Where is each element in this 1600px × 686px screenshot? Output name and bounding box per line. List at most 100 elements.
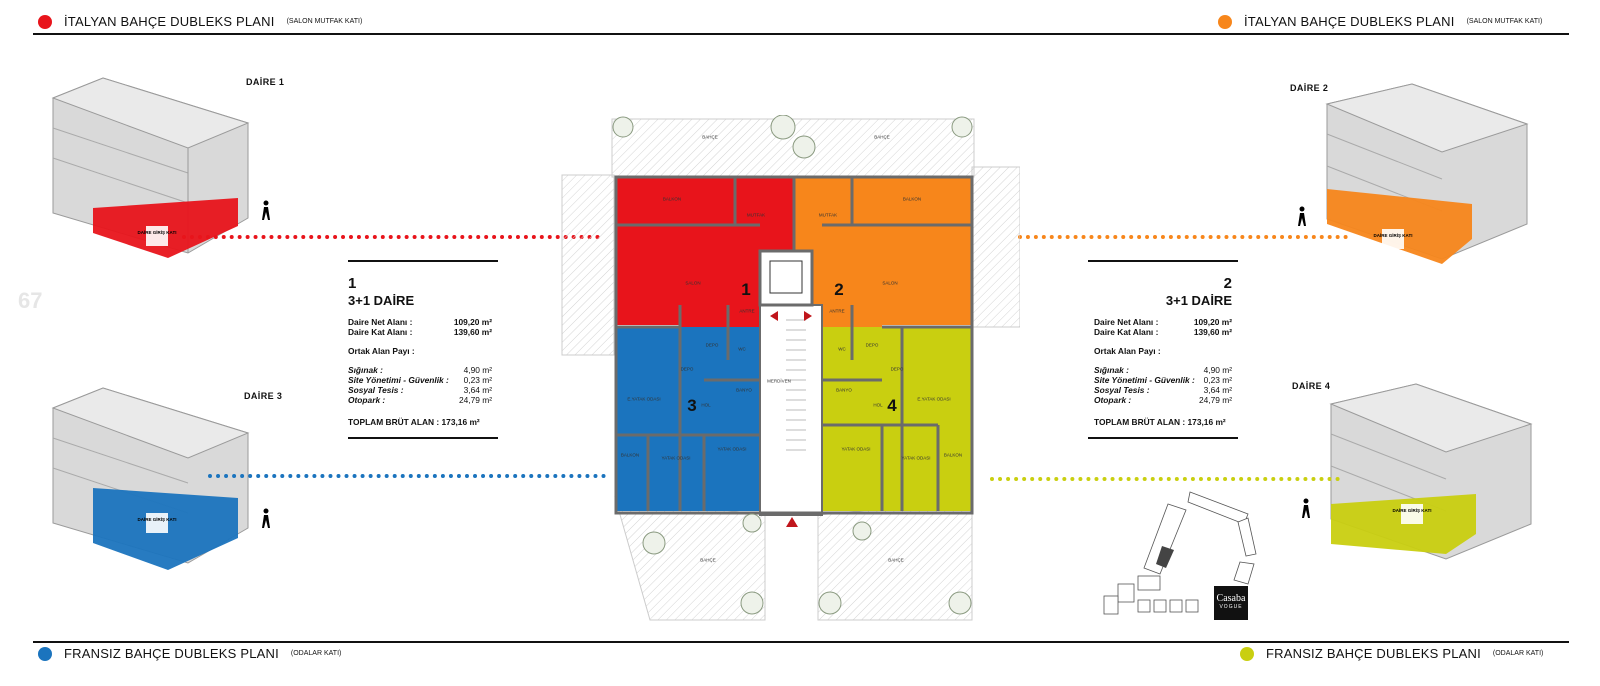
share-label: Sosyal Tesis : bbox=[1094, 385, 1150, 395]
building-label: DAİRE GİRİŞ KATI bbox=[138, 516, 177, 522]
header-bottom-left: FRANSIZ BAHÇE DUBLEKS PLANI (ODALAR KATI… bbox=[38, 646, 341, 661]
daire-4-label: DAİRE 4 bbox=[1292, 381, 1331, 391]
room-e-yatak: E.YATAK ODASI bbox=[627, 396, 661, 402]
net-area-label: Daire Net Alanı : bbox=[348, 317, 413, 327]
unit-number-3: 3 bbox=[687, 396, 697, 415]
room-bahce: BAHÇE bbox=[702, 134, 718, 140]
ortak-heading: Ortak Alan Payı : bbox=[348, 346, 415, 356]
room-depo: DEPO bbox=[680, 366, 694, 372]
total-area: TOPLAM BRÜT ALAN : 173,16 m² bbox=[348, 417, 480, 427]
header-title: İTALYAN BAHÇE DUBLEKS PLANI bbox=[64, 14, 275, 29]
room-mutfak: MUTFAK bbox=[746, 212, 766, 218]
person-icon bbox=[1302, 498, 1310, 518]
share-value: 24,79 m² bbox=[458, 395, 492, 405]
floor-plan-drawing bbox=[561, 115, 1020, 621]
yellow-dot-icon bbox=[1240, 646, 1254, 661]
share-row: Sığınak :4,90 m² bbox=[1088, 365, 1238, 375]
share-value: 4,90 m² bbox=[463, 365, 492, 375]
room-merdiven: MERDİVEN bbox=[767, 378, 791, 384]
unit-number-4: 4 bbox=[887, 396, 897, 415]
room-depo: DEPO bbox=[865, 342, 879, 348]
room-bahce: BAHÇE bbox=[700, 557, 716, 563]
room-e-yatak: E.YATAK ODASI bbox=[917, 396, 951, 402]
building-view-daire-1: DAİRE GİRİŞ KATI bbox=[51, 77, 250, 258]
total-area: TOPLAM BRÜT ALAN : 173,16 m² bbox=[1094, 417, 1226, 427]
header-title: İTALYAN BAHÇE DUBLEKS PLANI bbox=[1244, 14, 1455, 29]
gross-area-row: Daire Kat Alanı : 139,60 m² bbox=[1088, 327, 1238, 337]
room-depo: DEPO bbox=[705, 342, 719, 348]
share-row: Otopark :24,79 m² bbox=[1088, 395, 1238, 405]
room-salon: SALON bbox=[685, 280, 701, 286]
room-banyo: BANYO bbox=[736, 387, 752, 393]
net-area-value: 109,20 m² bbox=[453, 317, 492, 327]
room-mutfak: MUTFAK bbox=[818, 212, 838, 218]
gross-area-row: Daire Kat Alanı :139,60 m² bbox=[348, 327, 498, 337]
room-bahce: BAHÇE bbox=[888, 557, 904, 563]
share-label: Otopark : bbox=[348, 395, 386, 405]
room-yatak: YATAK ODASI bbox=[841, 446, 871, 452]
unit-number: 1 bbox=[348, 275, 357, 292]
share-label: Site Yönetimi - Güvenlik : bbox=[1094, 375, 1195, 385]
room-balkon: BALKON bbox=[943, 452, 963, 458]
daire-1-label: DAİRE 1 bbox=[246, 77, 285, 87]
gross-area-label: Daire Kat Alanı : bbox=[348, 327, 413, 337]
building-label: DAİRE GİRİŞ KATI bbox=[1393, 507, 1432, 513]
unit-number-2: 2 bbox=[834, 280, 844, 299]
building-view-daire-2: DAİRE GİRİŞ KATI bbox=[1325, 83, 1529, 264]
building-label: DAİRE GİRİŞ KATI bbox=[1374, 232, 1413, 238]
net-area-row: Daire Net Alanı :109,20 m² bbox=[1088, 317, 1238, 327]
room-hol: HOL bbox=[701, 402, 711, 408]
room-yatak: YATAK ODASI bbox=[661, 455, 691, 461]
bottom-rule bbox=[33, 641, 1569, 643]
room-wc: WC bbox=[738, 346, 746, 352]
gross-area-label: Daire Kat Alanı : bbox=[1094, 327, 1159, 337]
share-row: Site Yönetimi - Güvenlik : 0,23 m² bbox=[1088, 375, 1238, 385]
connector-daire-1 bbox=[182, 235, 600, 239]
room-yatak: YATAK ODASI bbox=[901, 455, 931, 461]
person-icon bbox=[262, 508, 270, 528]
brand-sub: VOGUE bbox=[1219, 604, 1243, 610]
share-row: Sığınak : 4,90 m² bbox=[348, 365, 498, 375]
room-hol: HOL bbox=[873, 402, 883, 408]
share-label: Site Yönetimi - Güvenlik : bbox=[348, 375, 449, 385]
room-banyo: BANYO bbox=[836, 387, 852, 393]
room-antre: ANTRE bbox=[829, 308, 845, 314]
room-depo: DEPO bbox=[890, 366, 904, 372]
share-label: Otopark : bbox=[1094, 395, 1132, 405]
net-area-row: Daire Net Alanı : 109,20 m² bbox=[348, 317, 498, 327]
building-view-daire-4: DAİRE GİRİŞ KATI bbox=[1329, 383, 1533, 560]
building-view-daire-3: DAİRE GİRİŞ KATI bbox=[51, 387, 250, 570]
daire-2-label: DAİRE 2 bbox=[1290, 83, 1329, 93]
unit-type: 3+1 DAİRE bbox=[348, 293, 415, 308]
site-key-plan bbox=[1103, 491, 1257, 615]
connector-daire-4 bbox=[990, 477, 1340, 481]
connector-daire-2 bbox=[1018, 235, 1348, 239]
unit-number: 2 bbox=[1223, 275, 1232, 292]
share-value: 0,23 m² bbox=[1203, 375, 1232, 385]
top-rule bbox=[33, 33, 1569, 35]
gross-area-value: 139,60 m² bbox=[1193, 327, 1232, 337]
header-subtitle: (SALON MUTFAK KATI) bbox=[286, 18, 363, 25]
room-antre: ANTRE bbox=[739, 308, 755, 314]
divider bbox=[348, 437, 498, 439]
brand-logo: Casaba VOGUE bbox=[1214, 586, 1248, 620]
brand-name: Casaba bbox=[1216, 593, 1246, 604]
share-value: 3,64 m² bbox=[1203, 385, 1232, 395]
info-block-daire-2: 2 3+1 DAİRE Daire Net Alanı :109,20 m² D… bbox=[1088, 260, 1238, 439]
building-label: DAİRE GİRİŞ KATI bbox=[138, 229, 177, 235]
connector-daire-3 bbox=[208, 474, 606, 478]
person-icon bbox=[1298, 206, 1306, 226]
header-title: FRANSIZ BAHÇE DUBLEKS PLANI bbox=[1266, 646, 1481, 661]
share-value: 4,90 m² bbox=[1203, 365, 1232, 375]
room-bahce: BAHÇE bbox=[874, 134, 890, 140]
room-yatak: YATAK ODASI bbox=[717, 446, 747, 452]
header-title: FRANSIZ BAHÇE DUBLEKS PLANI bbox=[64, 646, 279, 661]
share-value: 0,23 m² bbox=[463, 375, 492, 385]
orange-dot-icon bbox=[1218, 14, 1232, 29]
net-area-value: 109,20 m² bbox=[1193, 317, 1232, 327]
header-subtitle: (SALON MUTFAK KATI) bbox=[1466, 18, 1543, 25]
divider bbox=[348, 260, 498, 262]
share-label: Sığınak : bbox=[348, 365, 383, 375]
share-row: Sosyal Tesis :3,64 m² bbox=[348, 385, 498, 395]
room-wc: WC bbox=[838, 346, 846, 352]
